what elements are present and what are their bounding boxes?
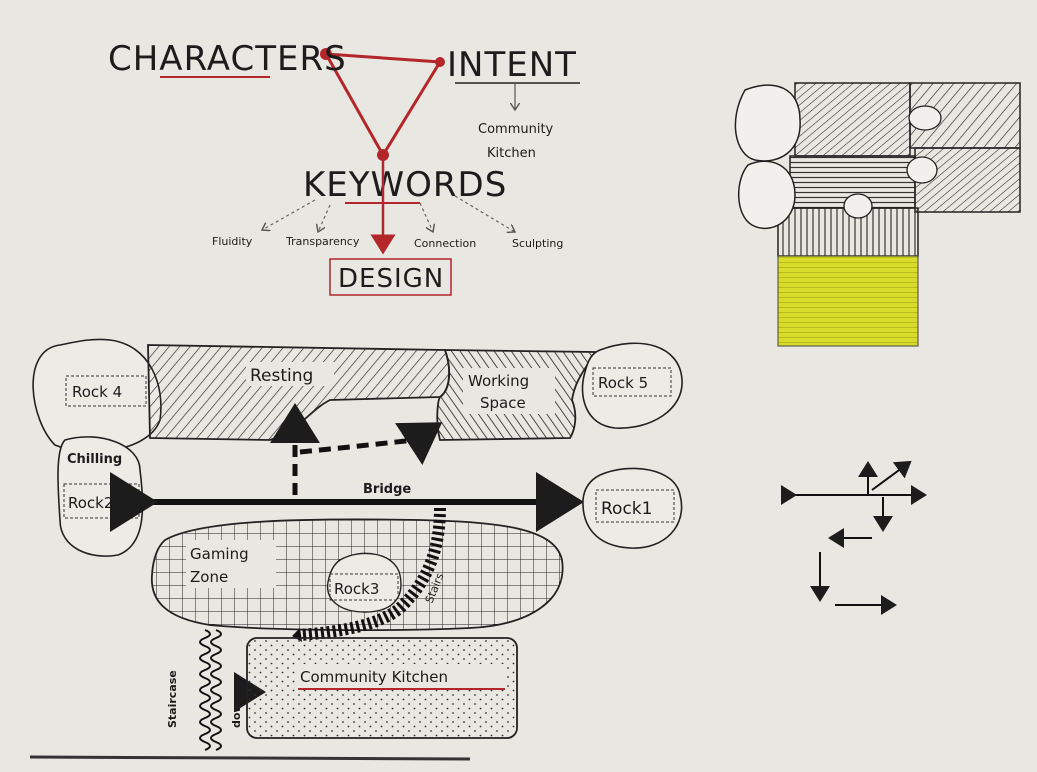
texture-block-top-middle — [794, 82, 911, 157]
material-study — [734, 82, 1021, 347]
texture-block-lower — [777, 207, 919, 257]
working-label-line1: Working — [468, 372, 529, 390]
texture-block-mid-middle — [789, 155, 916, 209]
staircase-label-line2: down — [230, 695, 243, 728]
site-plan: Rock 4 Resting Working Space Rock 5 Chil… — [29, 338, 683, 761]
intent-label: INTENT — [447, 45, 577, 85]
keyword-arrows — [262, 195, 515, 232]
gaming-label-bg — [186, 540, 276, 588]
design-label: DESIGN — [338, 264, 444, 294]
gaming-label-line1: Gaming — [190, 545, 249, 563]
stone-small-1 — [908, 105, 942, 131]
concept-triangle — [323, 52, 443, 158]
keywords-label: KEYWORDS — [303, 165, 507, 205]
rock3-box — [329, 573, 399, 601]
chilling-label: Chilling — [67, 452, 122, 467]
staircase-label-line1: Staircase — [166, 670, 179, 728]
staircase-coil — [199, 629, 222, 751]
keyword-transparency: Transparency — [285, 235, 360, 248]
community-kitchen-label-bg — [296, 664, 506, 688]
triangle-vertex-characters — [320, 48, 332, 60]
working-label-bg — [463, 368, 555, 414]
rock4-box — [65, 375, 147, 407]
rock4-label: Rock 4 — [72, 383, 122, 401]
texture-block-yellow — [777, 255, 919, 347]
resting-label-bg — [246, 362, 334, 386]
triangle-vertex-keywords — [377, 149, 389, 161]
bridge-label: Bridge — [363, 482, 411, 497]
stone-left-large — [734, 84, 801, 162]
resting-label: Resting — [250, 366, 313, 386]
design-box — [329, 258, 452, 296]
direction-arrows-sketch — [781, 460, 927, 615]
stone-small-3 — [843, 193, 873, 219]
keyword-sculpting: Sculpting — [512, 237, 563, 250]
working-label-line2: Space — [480, 394, 526, 412]
rock3-label: Rock3 — [334, 580, 379, 598]
intent-community-line2: Kitchen — [487, 146, 536, 161]
stairs-path — [299, 507, 446, 641]
rock1-label: Rock1 — [601, 499, 652, 519]
circulation-dashed-arrows — [270, 403, 443, 495]
characters-label: CHARACTERS — [108, 39, 347, 79]
triangle-vertex-intent — [435, 57, 445, 67]
community-kitchen-label: Community Kitchen — [300, 668, 448, 686]
stone-small-2 — [906, 156, 938, 184]
rock1-blob — [582, 467, 683, 549]
bottom-rule — [29, 755, 471, 761]
rock5-box — [592, 367, 672, 397]
concept-diagram: CHARACTERS INTENT Community Kitchen KEYW… — [108, 39, 580, 296]
stone-left-lower — [737, 160, 796, 230]
intent-community-line1: Community — [478, 122, 554, 137]
keyword-fluidity: Fluidity — [212, 235, 253, 248]
gaming-label-line2: Zone — [190, 568, 228, 586]
resting-area — [147, 344, 451, 441]
keyword-connection: Connection — [414, 237, 476, 250]
rock2-label: Rock2 — [68, 494, 113, 512]
rock5-blob — [581, 342, 683, 429]
rock5-label: Rock 5 — [598, 374, 648, 392]
